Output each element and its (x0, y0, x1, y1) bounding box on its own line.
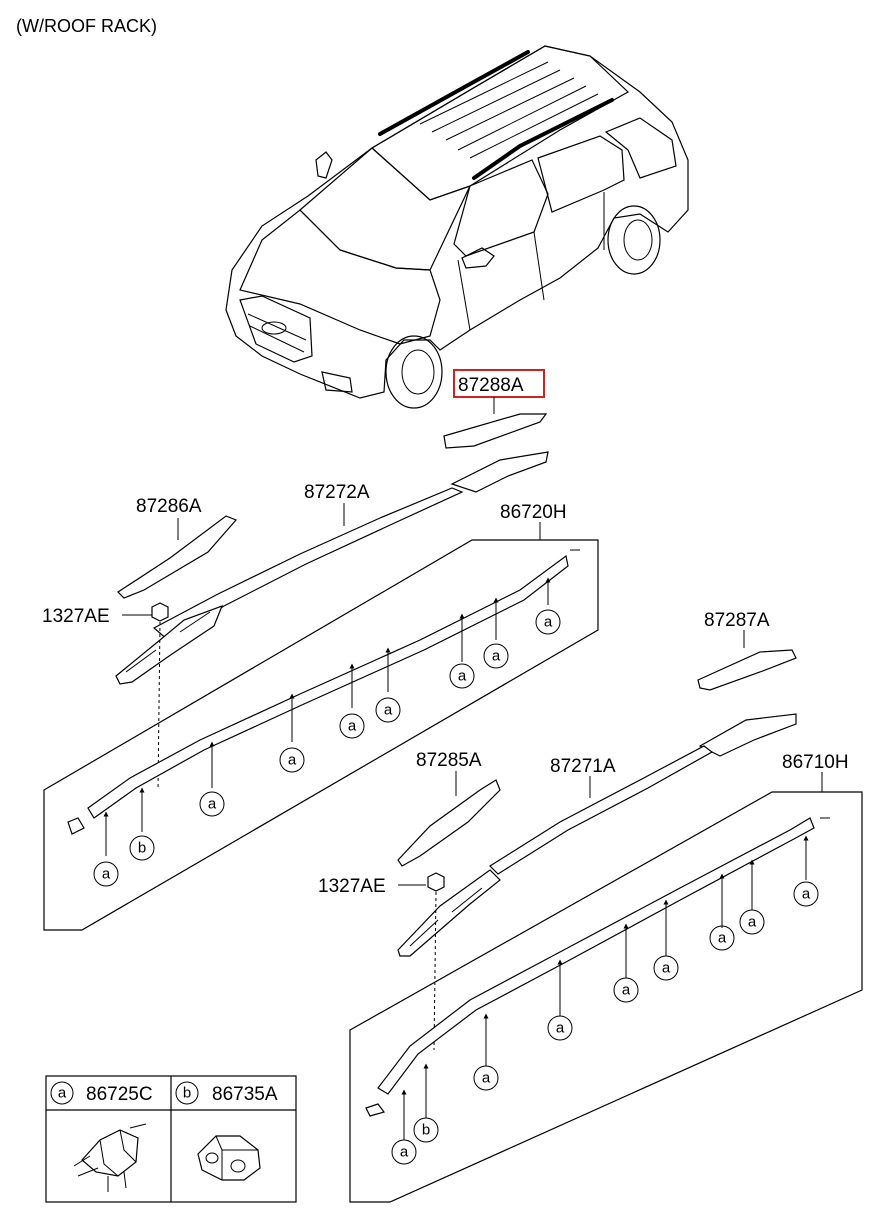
part-label-87272A: 87272A (304, 482, 370, 503)
vehicle-illustration (225, 45, 689, 409)
svg-text:a: a (288, 752, 297, 769)
clip-circle-b-1: b (129, 835, 155, 861)
part-label-87287A: 87287A (704, 610, 770, 631)
clip-callouts-top (103, 577, 551, 856)
part-87286A-cover (117, 515, 238, 599)
legend-letter-a: a (58, 1085, 67, 1102)
svg-text:a: a (458, 668, 467, 685)
diagram-title: (W/ROOF RACK) (16, 16, 157, 36)
part-87272A-rear-bracket (115, 604, 224, 685)
svg-text:a: a (482, 1070, 491, 1087)
legend-entry-b: b 86735A (175, 1081, 278, 1105)
clip-circle-b-2: b (413, 1117, 439, 1143)
svg-text:a: a (622, 982, 631, 999)
part-label-86710H: 86710H (782, 752, 849, 773)
part-1327AE-bottom-nut (427, 872, 445, 892)
clip-circle-a-4: a (375, 697, 401, 723)
clip-circle-a-6: a (279, 747, 305, 773)
legend-table: a 86725C b 86735A (45, 1075, 297, 1203)
part-87271A-rail (489, 745, 714, 875)
part-87288A-highlight[interactable] (453, 369, 545, 398)
svg-text:a: a (556, 1020, 565, 1037)
clip-86725C-illustration (73, 1123, 147, 1192)
svg-text:a: a (384, 702, 393, 719)
clip-circle-a-16: a (391, 1139, 417, 1165)
part-87271A-front-cap (698, 713, 797, 757)
clip-circle-a-14: a (547, 1015, 573, 1041)
clip-86735A-illustration (197, 1135, 261, 1181)
clip-circle-a-1: a (535, 609, 561, 635)
part-label-1327AE-bottom: 1327AE (318, 876, 386, 897)
part-label-86720H: 86720H (500, 502, 567, 523)
clip-circle-a-10: a (739, 909, 765, 935)
clip-circle-a-8: a (93, 861, 119, 887)
svg-text:a: a (662, 960, 671, 977)
clip-circle-a-13: a (613, 977, 639, 1003)
svg-text:a: a (102, 866, 111, 883)
clip-circle-a-12: a (653, 955, 679, 981)
clip-circle-a-11: a (709, 925, 735, 951)
clip-circle-a-2: a (483, 643, 509, 669)
part-86720H-rail (87, 554, 569, 819)
svg-text:a: a (348, 718, 357, 735)
part-87287A-cover (697, 649, 797, 691)
clip-circle-a-5: a (339, 713, 365, 739)
clip-circle-a-3: a (449, 663, 475, 689)
svg-text:a: a (208, 796, 217, 813)
svg-text:b: b (138, 840, 146, 857)
part-label-1327AE-top: 1327AE (42, 606, 110, 627)
svg-text:a: a (400, 1144, 409, 1161)
legend-letter-b: b (183, 1085, 191, 1102)
part-86720H-end-clip (67, 817, 85, 835)
clip-circle-a-7: a (199, 791, 225, 817)
part-87271A-rear-bracket (397, 869, 501, 957)
svg-text:a: a (492, 648, 501, 665)
part-1327AE-top-nut (151, 602, 169, 622)
svg-text:a: a (544, 614, 553, 631)
part-87288A-cover (443, 413, 548, 449)
part-86710H-end-clip (365, 1103, 386, 1117)
svg-text:a: a (748, 914, 757, 931)
legend-part-86735A: 86735A (212, 1084, 278, 1105)
clip-callouts-bottom (401, 835, 809, 1140)
part-86710H-rail (377, 817, 815, 1095)
part-label-87271A: 87271A (550, 756, 616, 777)
part-87285A-cover (397, 779, 501, 867)
svg-text:a: a (802, 886, 811, 903)
part-label-87288A: 87288A (458, 375, 524, 396)
part-87272A-front-cap (450, 451, 549, 493)
svg-text:a: a (718, 930, 727, 947)
legend-entry-a: a 86725C (50, 1081, 153, 1105)
svg-text:b: b (422, 1122, 430, 1139)
clip-circle-a-15: a (473, 1065, 499, 1091)
part-label-87285A: 87285A (416, 750, 482, 771)
part-86710H-frame (349, 791, 863, 1203)
part-label-87286A: 87286A (136, 496, 202, 517)
clip-circle-a-9: a (793, 881, 819, 907)
part-86720H-frame (43, 539, 599, 931)
legend-part-86725C: 86725C (86, 1084, 153, 1105)
